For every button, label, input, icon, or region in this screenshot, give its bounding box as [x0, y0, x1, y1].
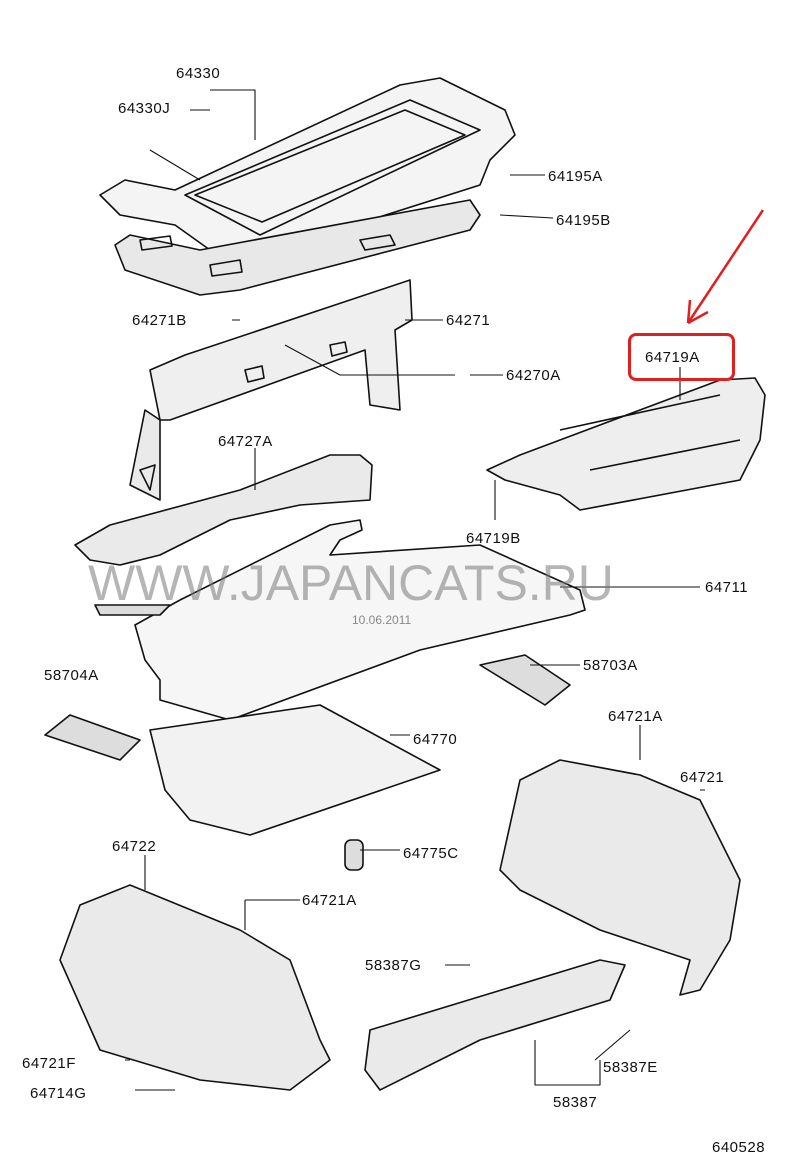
part-label[interactable]: 58704A	[44, 667, 99, 684]
pad-58703A	[479, 654, 571, 706]
part-label[interactable]: 64721	[680, 769, 725, 786]
part-label[interactable]: 64714G	[30, 1085, 87, 1102]
cover-64719A	[486, 377, 766, 511]
side-trim-64721	[499, 759, 741, 996]
pad-58704A	[44, 714, 141, 761]
part-label[interactable]: 58703A	[583, 657, 638, 674]
part-label[interactable]: 64271B	[132, 312, 187, 329]
trim-panel-64271	[129, 279, 413, 501]
part-label[interactable]: 64195A	[548, 168, 603, 185]
side-trim-64722	[59, 884, 331, 1091]
trunk-cover-64727A	[74, 454, 373, 566]
part-label[interactable]: 58387	[553, 1094, 598, 1111]
part-label[interactable]: 64775C	[403, 845, 459, 862]
leader-lines	[125, 89, 705, 1091]
highlight-box	[628, 333, 735, 381]
part-label[interactable]: 64727A	[218, 433, 273, 450]
diagram-code: 640528	[712, 1139, 766, 1156]
part-label[interactable]: 58387G	[365, 957, 422, 974]
part-label[interactable]: 64719B	[466, 530, 521, 547]
red-arrow-icon	[686, 209, 765, 325]
part-label[interactable]: 64770	[413, 731, 458, 748]
part-label[interactable]: 64330	[176, 65, 221, 82]
part-label[interactable]: 64721A	[302, 892, 357, 909]
part-label[interactable]: 64271	[446, 312, 491, 329]
sill-plate-58387	[364, 959, 626, 1091]
part-label[interactable]: 58387E	[603, 1059, 658, 1076]
part-label[interactable]: 64195B	[556, 212, 611, 229]
watermark: WWW.JAPANCATS.RU	[88, 555, 614, 611]
floor-board-64770	[149, 704, 441, 836]
part-label[interactable]: 64330J	[118, 100, 171, 117]
floor-mat-64711	[94, 519, 586, 721]
part-label[interactable]: 64722	[112, 838, 157, 855]
part-label-highlighted[interactable]: 64719A	[645, 349, 700, 366]
part-label[interactable]: 64721F	[22, 1055, 76, 1072]
part-label[interactable]: 64721A	[608, 708, 663, 725]
part-label[interactable]: 64711	[705, 579, 749, 596]
package-tray-64330	[99, 77, 516, 296]
watermark-date: 10.06.2011	[352, 613, 412, 627]
clip-64775C	[344, 839, 364, 871]
part-label[interactable]: 64270A	[506, 367, 561, 384]
